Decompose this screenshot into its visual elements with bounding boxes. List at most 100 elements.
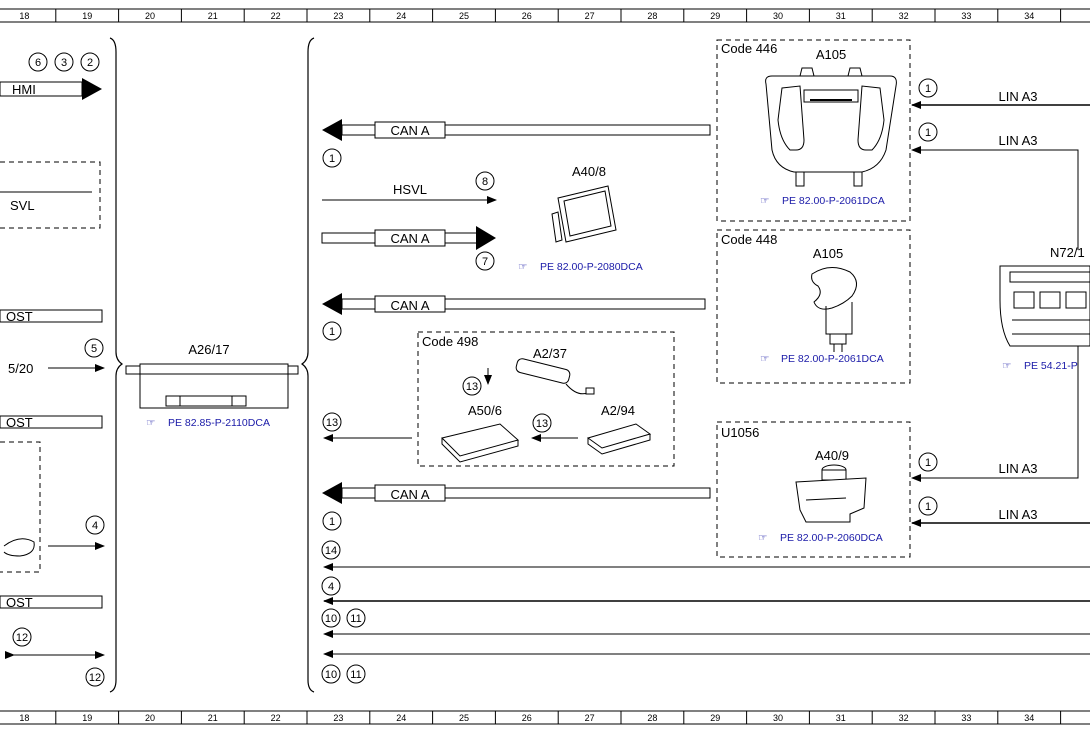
ruler-bottom-label: 20 xyxy=(145,713,155,723)
svg-text:6: 6 xyxy=(35,57,41,69)
svg-text:A105: A105 xyxy=(816,47,846,62)
svg-text:11: 11 xyxy=(350,669,361,681)
svg-text:PE 82.00-P-2061DCA: PE 82.00-P-2061DCA xyxy=(781,353,884,365)
code-498-box: Code 498 A2/37 A50/6 A2/94 xyxy=(417,331,675,467)
marker-13-left: 13 xyxy=(322,412,342,432)
pointing-hand-icon: ☞ xyxy=(760,195,769,207)
ost-bus-3: OST xyxy=(0,595,103,610)
marker-4-center: 4 xyxy=(321,576,341,596)
svg-text:14: 14 xyxy=(325,545,337,557)
marker-13-a506: 13 xyxy=(532,413,552,433)
ruler-top-label: 21 xyxy=(208,11,218,21)
svg-text:A2/37: A2/37 xyxy=(533,346,567,361)
marker-7: 7 xyxy=(475,251,495,271)
ruler-bottom-label: 24 xyxy=(396,713,406,723)
ruler-top-label: 22 xyxy=(271,11,281,21)
ruler-bottom-label: 30 xyxy=(773,713,783,723)
svg-text:1: 1 xyxy=(925,457,931,469)
ruler-bottom-label: 25 xyxy=(459,713,469,723)
marker-10-b: 10 xyxy=(321,664,341,684)
ruler-bottom-label: 18 xyxy=(19,713,29,723)
ruler-top-label: 30 xyxy=(773,11,783,21)
svg-text:CAN A: CAN A xyxy=(390,298,429,313)
lin-bus-3: LIN A3 xyxy=(911,340,1079,482)
svg-text:PE 82.00-P-2060DCA: PE 82.00-P-2060DCA xyxy=(780,532,883,544)
svg-text:10: 10 xyxy=(325,613,337,625)
ruler-top-label: 29 xyxy=(710,11,720,21)
svg-text:1: 1 xyxy=(329,153,335,165)
bus-brace-left xyxy=(109,37,124,693)
ruler-bottom-label: 23 xyxy=(333,713,343,723)
marker-1-can1: 1 xyxy=(322,148,342,168)
svg-text:LIN A3: LIN A3 xyxy=(998,461,1037,476)
lin-bus-2: LIN A3 xyxy=(911,133,1079,250)
svg-text:5: 5 xyxy=(91,343,97,355)
svg-text:OST: OST xyxy=(6,309,33,324)
bus-brace-right xyxy=(300,37,315,693)
can-bus-2: CAN A xyxy=(321,226,496,250)
marker-1-lin1: 1 xyxy=(918,78,938,98)
ost-bus-1: OST xyxy=(0,309,103,324)
u1056-box: U1056 A40/9 xyxy=(716,421,911,558)
svg-text:7: 7 xyxy=(482,256,488,268)
ruler-bottom-label: 34 xyxy=(1024,713,1034,723)
svg-text:CAN A: CAN A xyxy=(390,231,429,246)
ref-a26-17[interactable]: ☞ PE 82.85-P-2110DCA xyxy=(146,417,270,429)
svg-text:PE 82.85-P-2110DCA: PE 82.85-P-2110DCA xyxy=(168,417,270,429)
marker-11-a: 11 xyxy=(346,608,366,628)
svg-text:U1056: U1056 xyxy=(721,425,759,440)
svg-text:SVL: SVL xyxy=(10,198,35,213)
svg-text:12: 12 xyxy=(16,632,28,644)
marker-1-lin4: 1 xyxy=(918,496,938,516)
svg-text:LIN A3: LIN A3 xyxy=(998,507,1037,522)
ref-code-446[interactable]: ☞ PE 82.00-P-2061DCA xyxy=(760,195,885,207)
svg-text:Code 446: Code 446 xyxy=(721,41,777,56)
ref-a40-8[interactable]: ☞ PE 82.00-P-2080DCA xyxy=(518,261,643,273)
svg-text:11: 11 xyxy=(350,613,361,625)
svg-text:1: 1 xyxy=(925,127,931,139)
marker-1-can3: 1 xyxy=(322,321,342,341)
svg-text:13: 13 xyxy=(536,418,548,430)
marker-5: 5 xyxy=(84,338,104,358)
svg-text:LIN A3: LIN A3 xyxy=(998,133,1037,148)
component-a105-overhead xyxy=(765,67,897,187)
marker-1-lin2: 1 xyxy=(918,122,938,142)
svg-text:1: 1 xyxy=(925,83,931,95)
ost-bus-2: OST xyxy=(0,415,103,430)
ruler-top-label: 19 xyxy=(82,11,92,21)
ruler-top-label: 31 xyxy=(836,11,846,21)
marker-3: 3 xyxy=(54,52,74,72)
ruler-bottom-label: 19 xyxy=(82,713,92,723)
ruler-bottom-label: 33 xyxy=(961,713,971,723)
ruler-top-label: 18 xyxy=(19,11,29,21)
ref-a40-9[interactable]: ☞ PE 82.00-P-2060DCA xyxy=(758,532,883,544)
svg-text:1: 1 xyxy=(329,516,335,528)
component-a40-8: A40/8 xyxy=(551,164,617,243)
marker-6: 6 xyxy=(28,52,48,72)
ruler-bottom-label: 26 xyxy=(522,713,532,723)
svg-text:13: 13 xyxy=(326,417,338,429)
ref-n72-1[interactable]: ☞ PE 54.21-P xyxy=(1002,360,1078,372)
component-a2-94 xyxy=(586,423,652,455)
svg-text:PE 82.00-P-2061DCA: PE 82.00-P-2061DCA xyxy=(782,195,885,207)
marker-8: 8 xyxy=(475,171,495,191)
svg-text:5/20: 5/20 xyxy=(8,361,33,376)
lin-bus-4: LIN A3 xyxy=(911,507,1090,527)
ruler-bottom-label: 32 xyxy=(899,713,909,723)
svg-text:PE 54.21-P: PE 54.21-P xyxy=(1024,360,1078,372)
svg-text:HMI: HMI xyxy=(12,82,36,97)
pointing-hand-icon: ☞ xyxy=(760,353,769,365)
marker-12-top: 12 xyxy=(12,627,32,647)
svg-text:A40/9: A40/9 xyxy=(815,448,849,463)
can-bus-1: CAN A xyxy=(322,119,711,141)
ref-code-448[interactable]: ☞ PE 82.00-P-2061DCA xyxy=(760,353,884,365)
ruler-bottom-label: 28 xyxy=(647,713,657,723)
marker-2: 2 xyxy=(80,52,100,72)
svg-text:12: 12 xyxy=(89,672,101,684)
svl-box: SVL xyxy=(0,161,101,229)
svg-text:A2/94: A2/94 xyxy=(601,403,635,418)
component-a40-9 xyxy=(795,464,867,523)
svg-text:OST: OST xyxy=(6,415,33,430)
